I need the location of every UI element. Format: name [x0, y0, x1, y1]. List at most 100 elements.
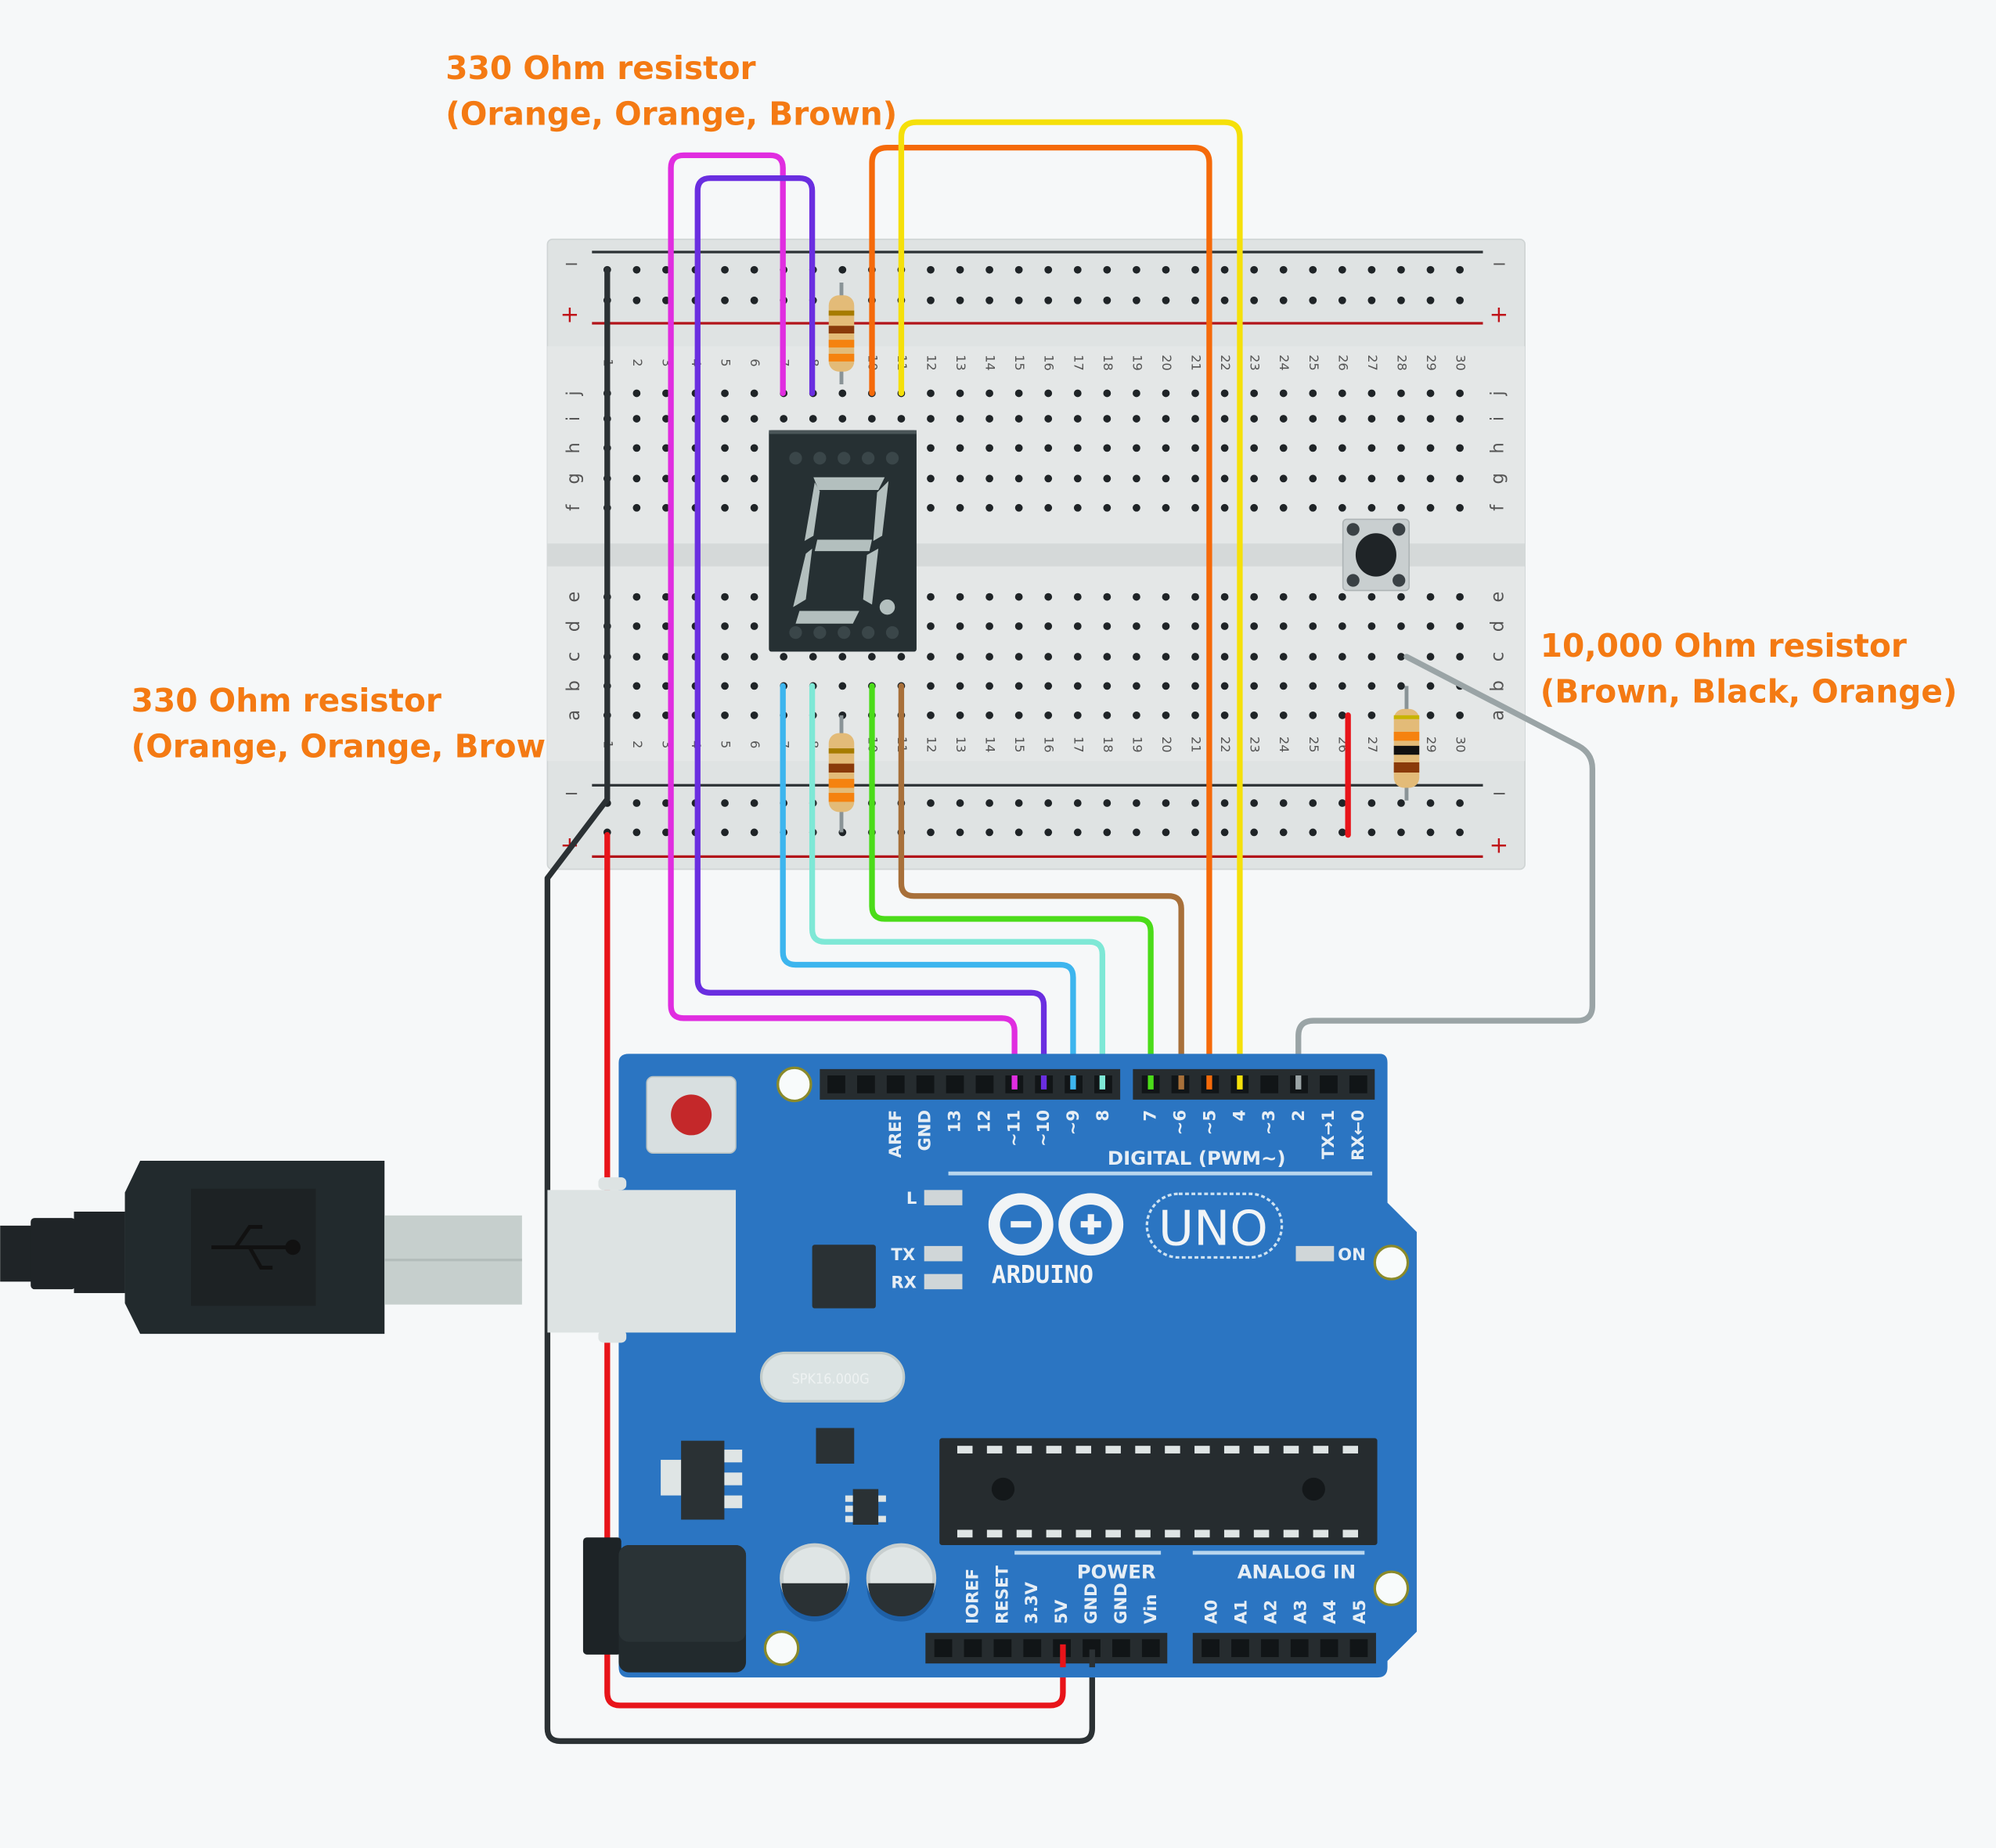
- breadboard-hole[interactable]: [1338, 474, 1346, 483]
- rail-hole[interactable]: [1073, 296, 1082, 304]
- breadboard-hole[interactable]: [1309, 415, 1317, 423]
- breadboard-hole[interactable]: [956, 622, 964, 630]
- breadboard-hole[interactable]: [1073, 503, 1082, 512]
- breadboard-hole[interactable]: [1073, 415, 1082, 423]
- rail-hole[interactable]: [1426, 265, 1435, 274]
- breadboard-hole[interactable]: [897, 415, 906, 423]
- header-socket[interactable]: [886, 1075, 905, 1093]
- breadboard-hole[interactable]: [867, 653, 876, 661]
- breadboard-hole[interactable]: [956, 593, 964, 601]
- breadboard-hole[interactable]: [1162, 389, 1170, 398]
- rail-hole[interactable]: [1250, 799, 1259, 807]
- breadboard-hole[interactable]: [1103, 415, 1111, 423]
- breadboard-hole[interactable]: [1397, 444, 1405, 452]
- rail-hole[interactable]: [1191, 799, 1199, 807]
- rail-hole[interactable]: [632, 265, 641, 274]
- breadboard-hole[interactable]: [1103, 682, 1111, 690]
- breadboard-hole[interactable]: [721, 653, 729, 661]
- breadboard-hole[interactable]: [1279, 415, 1288, 423]
- breadboard-hole[interactable]: [1162, 503, 1170, 512]
- breadboard-hole[interactable]: [1220, 593, 1229, 601]
- rail-hole[interactable]: [1103, 296, 1111, 304]
- breadboard-hole[interactable]: [1220, 503, 1229, 512]
- breadboard-hole[interactable]: [1162, 415, 1170, 423]
- breadboard-hole[interactable]: [927, 682, 935, 690]
- breadboard-hole[interactable]: [632, 593, 641, 601]
- breadboard-hole[interactable]: [1133, 415, 1140, 423]
- rail-hole[interactable]: [838, 265, 847, 274]
- breadboard-hole[interactable]: [1162, 653, 1170, 661]
- breadboard-hole[interactable]: [927, 593, 935, 601]
- header-socket[interactable]: [1290, 1639, 1309, 1658]
- breadboard-hole[interactable]: [1073, 389, 1082, 398]
- breadboard-hole[interactable]: [985, 653, 993, 661]
- breadboard-hole[interactable]: [1191, 682, 1199, 690]
- rail-hole[interactable]: [1456, 265, 1464, 274]
- breadboard-hole[interactable]: [1367, 503, 1376, 512]
- rail-hole[interactable]: [1073, 799, 1082, 807]
- breadboard-hole[interactable]: [985, 711, 993, 719]
- breadboard-hole[interactable]: [662, 503, 670, 512]
- breadboard-hole[interactable]: [1309, 711, 1317, 719]
- breadboard-hole[interactable]: [750, 389, 758, 398]
- rail-hole[interactable]: [632, 799, 641, 807]
- rail-hole[interactable]: [985, 828, 993, 837]
- breadboard-hole[interactable]: [1456, 653, 1464, 661]
- breadboard-hole[interactable]: [1397, 415, 1405, 423]
- breadboard-hole[interactable]: [1250, 503, 1259, 512]
- breadboard-hole[interactable]: [1250, 653, 1259, 661]
- header-socket[interactable]: [1320, 1639, 1338, 1658]
- breadboard-hole[interactable]: [1073, 593, 1082, 601]
- rail-hole[interactable]: [1367, 799, 1376, 807]
- breadboard-hole[interactable]: [1133, 444, 1140, 452]
- breadboard-hole[interactable]: [632, 622, 641, 630]
- header-socket[interactable]: [856, 1075, 875, 1093]
- breadboard-hole[interactable]: [1367, 622, 1376, 630]
- breadboard-hole[interactable]: [1103, 711, 1111, 719]
- rail-hole[interactable]: [1220, 296, 1229, 304]
- breadboard-hole[interactable]: [662, 682, 670, 690]
- rail-hole[interactable]: [1338, 799, 1346, 807]
- rail-hole[interactable]: [1456, 799, 1464, 807]
- breadboard-hole[interactable]: [662, 474, 670, 483]
- breadboard-hole[interactable]: [662, 653, 670, 661]
- breadboard-hole[interactable]: [1044, 593, 1053, 601]
- breadboard-hole[interactable]: [780, 653, 788, 661]
- breadboard-hole[interactable]: [1279, 653, 1288, 661]
- rail-hole[interactable]: [927, 296, 935, 304]
- breadboard-hole[interactable]: [1250, 622, 1259, 630]
- breadboard-hole[interactable]: [1338, 444, 1346, 452]
- breadboard-hole[interactable]: [721, 415, 729, 423]
- rail-hole[interactable]: [1279, 296, 1288, 304]
- rail-hole[interactable]: [985, 265, 993, 274]
- rail-hole[interactable]: [1162, 799, 1170, 807]
- breadboard-hole[interactable]: [1279, 389, 1288, 398]
- breadboard-hole[interactable]: [1279, 711, 1288, 719]
- breadboard-hole[interactable]: [632, 653, 641, 661]
- rail-hole[interactable]: [1397, 799, 1405, 807]
- breadboard-hole[interactable]: [1367, 711, 1376, 719]
- rail-hole[interactable]: [721, 828, 729, 837]
- breadboard-hole[interactable]: [1014, 444, 1023, 452]
- button-cap[interactable]: [1355, 533, 1396, 577]
- breadboard-hole[interactable]: [1014, 474, 1023, 483]
- breadboard-hole[interactable]: [927, 474, 935, 483]
- breadboard-hole[interactable]: [1456, 415, 1464, 423]
- breadboard-hole[interactable]: [927, 711, 935, 719]
- breadboard-hole[interactable]: [1338, 415, 1346, 423]
- breadboard-hole[interactable]: [1338, 682, 1346, 690]
- rail-hole[interactable]: [1338, 296, 1346, 304]
- breadboard-hole[interactable]: [750, 711, 758, 719]
- breadboard-hole[interactable]: [632, 503, 641, 512]
- breadboard-hole[interactable]: [1191, 653, 1199, 661]
- rail-hole[interactable]: [1073, 828, 1082, 837]
- breadboard-hole[interactable]: [662, 389, 670, 398]
- breadboard-hole[interactable]: [1250, 682, 1259, 690]
- breadboard-hole[interactable]: [721, 593, 729, 601]
- breadboard-hole[interactable]: [1014, 682, 1023, 690]
- breadboard-hole[interactable]: [1044, 711, 1053, 719]
- breadboard-hole[interactable]: [1367, 389, 1376, 398]
- breadboard-hole[interactable]: [1338, 622, 1346, 630]
- rail-hole[interactable]: [750, 799, 758, 807]
- rail-hole[interactable]: [1044, 296, 1053, 304]
